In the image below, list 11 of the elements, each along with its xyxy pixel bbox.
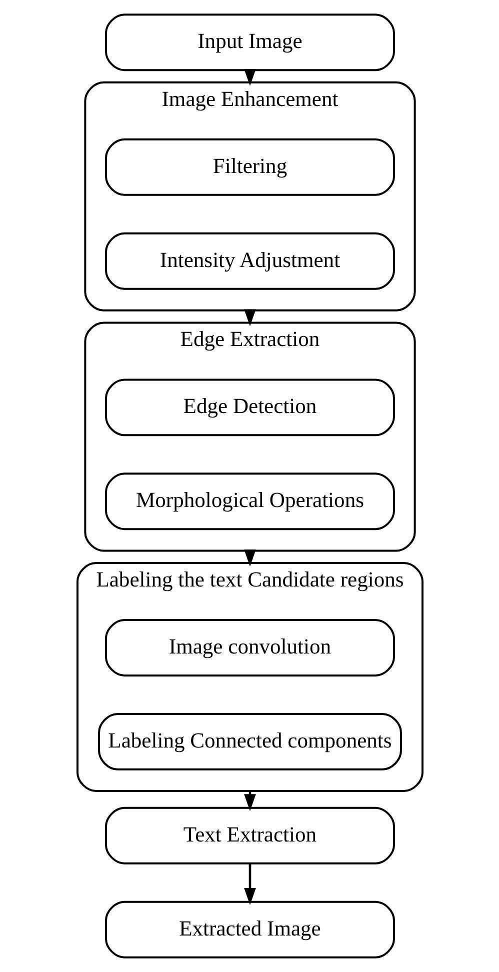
node-box: Image convolution: [104, 619, 395, 676]
node-box: Morphological Operations: [104, 472, 395, 530]
arrow: [244, 550, 256, 566]
node-box: Edge Detection: [104, 378, 395, 436]
arrow: [244, 863, 256, 906]
node-box: Filtering: [104, 138, 395, 196]
node-box: Text Extraction: [104, 806, 395, 864]
node-box: Labeling Connected components: [98, 712, 402, 770]
node-box: Intensity Adjustment: [104, 232, 395, 290]
arrow: [244, 309, 256, 326]
node-box: Extracted Image: [104, 900, 395, 958]
